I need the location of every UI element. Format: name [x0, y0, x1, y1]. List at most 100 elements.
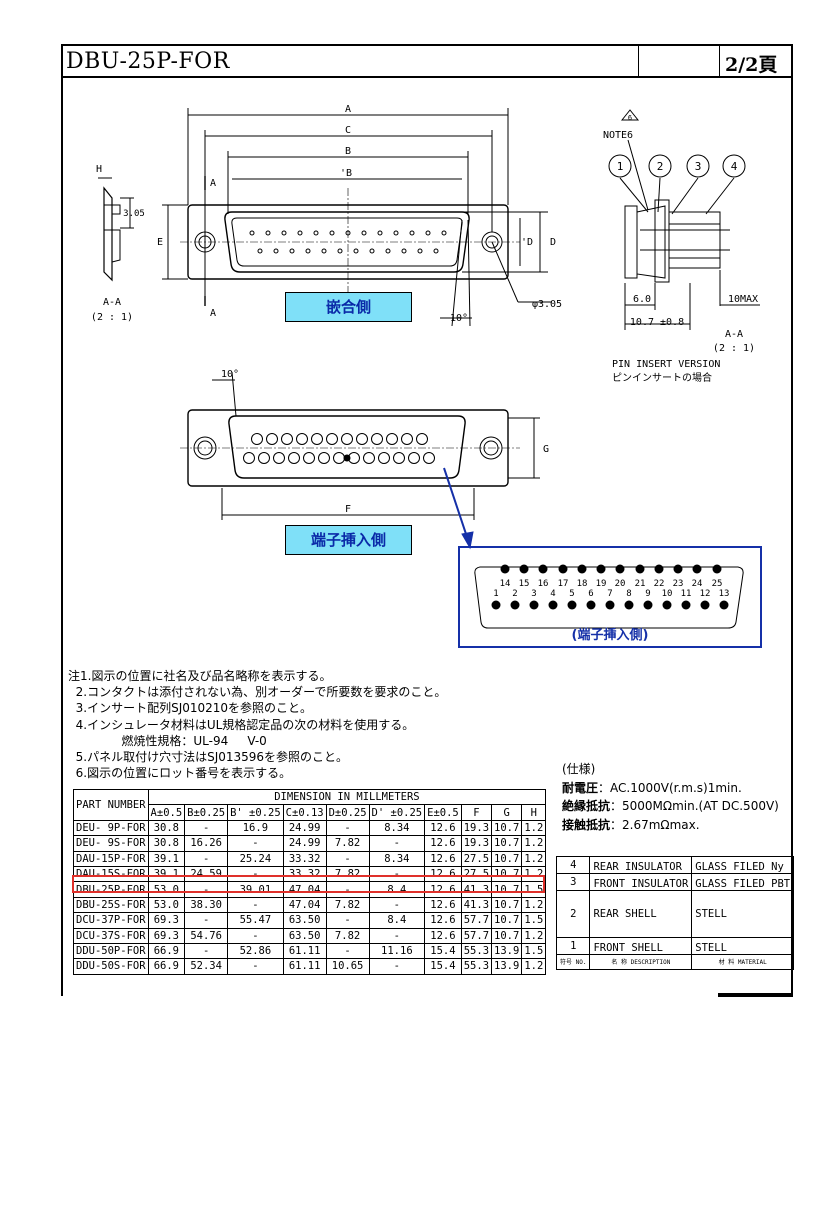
pin-insert-label-jp: ピンインサートの場合: [612, 371, 712, 384]
dim-cell: 10.7: [491, 835, 523, 852]
part-number-cell: DAU-15P-FOR: [73, 850, 149, 867]
dim-col-header: A±0.5: [147, 804, 186, 821]
note-line: 2.コンタクトは添付されない為、別オーダーで所要数を要求のこと。: [68, 685, 447, 700]
pin-label: 7: [607, 589, 612, 599]
dim-cell: 54.76: [184, 927, 229, 944]
dim-cell: 8.4: [368, 912, 426, 929]
material-mat-cell: STELL: [691, 890, 795, 938]
dim-col-header: B±0.25: [184, 804, 229, 821]
dim-cell: -: [368, 927, 426, 944]
scale-label: (2 : 1): [713, 343, 755, 354]
material-mat-cell: GLASS FILED PBT: [691, 873, 795, 891]
dim-cell: 61.11: [282, 942, 327, 960]
pin-diagram-box: (端子挿入側): [458, 546, 762, 648]
dim-cell: 10.7: [491, 927, 523, 944]
dim-cell: 7.82: [325, 896, 370, 914]
dimension-table: PART NUMBER DIMENSION IN MILLMETERS A±0.…: [73, 788, 547, 975]
dim-cell: 12.6: [424, 912, 462, 929]
dim-cell: 69.3: [147, 912, 186, 929]
dim-label: B: [345, 146, 351, 157]
part-number-cell: DCU-37P-FOR: [73, 912, 149, 929]
section-label: A-A: [103, 297, 121, 308]
dim-cell: 1.2: [521, 819, 547, 837]
pin-label: 21: [635, 579, 646, 589]
dim-cell: 7.82: [325, 835, 370, 852]
dim-cell: 1.2: [521, 927, 547, 944]
material-mat-cell: STELL: [691, 937, 795, 955]
dim-cell: 10.7: [491, 850, 523, 867]
dim-label: E: [157, 237, 163, 248]
highlight-row: [72, 875, 545, 893]
dim-cell: -: [227, 896, 284, 914]
dim-label: 'B: [340, 168, 352, 179]
dim-cell: 66.9: [147, 958, 186, 975]
material-desc-cell: FRONT INSULATOR: [589, 873, 693, 891]
dim-label: 10MAX: [728, 294, 758, 305]
dim-cell: 1.2: [521, 958, 547, 975]
dim-cell: 1.2: [521, 896, 547, 914]
dim-label: 'D: [521, 237, 533, 248]
dim-cell: 24.99: [282, 835, 327, 852]
pin-label: 17: [558, 579, 569, 589]
pin-label: 14: [500, 579, 511, 589]
pin-label: 2: [512, 589, 517, 599]
material-no-cell: 1: [555, 937, 591, 955]
material-desc-cell: REAR SHELL: [589, 890, 693, 938]
dim-cell: 41.3: [460, 896, 493, 914]
front-view: [162, 108, 552, 327]
material-mat-cell: GLASS FILED Ny: [691, 856, 795, 874]
part-number-cell: DDU-50P-FOR: [73, 942, 149, 960]
pin-label: 25: [712, 579, 723, 589]
dim-cell: 30.8: [147, 835, 186, 852]
material-desc-cell: FRONT SHELL: [589, 937, 693, 955]
dim-cell: 1.5: [521, 942, 547, 960]
dim-cell: 10.7: [491, 865, 523, 883]
spec-row: 絶縁抵抗：5000MΩmin.(AT DC.500V): [562, 799, 779, 813]
pin-label: 18: [577, 579, 588, 589]
balloon-number: 3: [695, 160, 702, 173]
dim-col-header: D' ±0.25: [368, 804, 426, 821]
dim-cell: 7.82: [325, 865, 370, 883]
note6-label: NOTE6: [603, 130, 633, 141]
dim-cell: 10.65: [325, 958, 370, 975]
page-number: 2/2頁: [725, 54, 778, 76]
pin-label: 22: [654, 579, 665, 589]
dim-cell: 61.11: [282, 958, 327, 975]
part-number-cell: DCU-37S-FOR: [73, 927, 149, 944]
dim-cell: 13.9: [491, 958, 523, 975]
note-line: 燃焼性規格：UL-94 V-0: [68, 733, 267, 748]
dim-cell: 27.5: [460, 865, 493, 883]
part-number-cell: DBU-25S-FOR: [73, 896, 149, 914]
dim-label: 6.0: [633, 294, 651, 305]
title-block: DBU-25P-FOR 2/2頁: [61, 44, 793, 78]
dim-col-header: B' ±0.25: [227, 804, 284, 821]
balloon-number: 1: [617, 160, 624, 173]
dim-label: 10°: [450, 313, 468, 324]
rear-view: [180, 371, 540, 520]
rear-pin-row-bottom: [243, 452, 435, 464]
dim-cell: 55.47: [227, 912, 284, 929]
dim-cell: -: [368, 865, 426, 883]
dim-label: 3.05: [123, 209, 145, 219]
pin-insert-label: PIN INSERT VERSION: [612, 359, 720, 370]
dim-cell: -: [325, 942, 370, 960]
dim-cell: -: [227, 835, 284, 852]
materials-header-cell: 符号 NO.: [555, 954, 591, 970]
dim-col-header: E±0.5: [424, 804, 462, 821]
dim-cell: -: [184, 912, 229, 929]
dim-cell: -: [227, 958, 284, 975]
dim-cell: -: [184, 819, 229, 837]
mating-side-label: 嵌合側: [285, 292, 412, 322]
dim-cell: 19.3: [460, 835, 493, 852]
pin-label: 3: [531, 589, 536, 599]
